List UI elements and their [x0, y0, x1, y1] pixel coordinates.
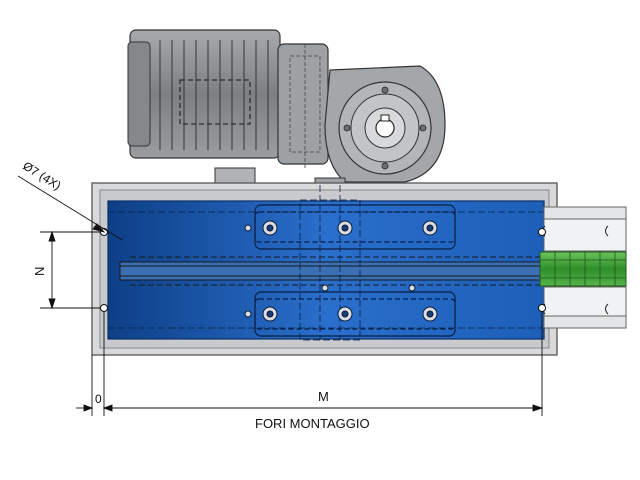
hidden-guide-lines	[108, 185, 544, 341]
motor-terminal-box	[179, 79, 251, 125]
motor-cooling-fins	[159, 40, 269, 150]
dimension-n-label: N	[32, 267, 47, 276]
dimension-m-label: M	[318, 389, 329, 404]
chain-guide-rails	[543, 206, 627, 329]
output-shaft-bore	[375, 118, 395, 138]
dimension-zero-label: 0	[95, 392, 102, 406]
dimension-lines	[17, 175, 544, 416]
motor-flange	[277, 43, 329, 165]
sprocket-plate-lower	[254, 291, 456, 337]
mounting-holes-caption: FORI MONTAGGIO	[255, 416, 370, 431]
mounting-hole	[538, 304, 546, 312]
gearbox-bolts	[343, 86, 427, 170]
mounting-hole	[100, 304, 108, 312]
motor-mount-foot	[214, 167, 256, 185]
hole-spec-label: Ø7 (4X)	[20, 159, 63, 193]
chain-outfeed	[539, 251, 627, 287]
motor-body	[129, 29, 281, 159]
mounting-hole	[538, 228, 546, 236]
motor-end-cap	[127, 41, 151, 147]
housing-bolts	[244, 220, 438, 322]
motor-assembly	[127, 29, 446, 197]
